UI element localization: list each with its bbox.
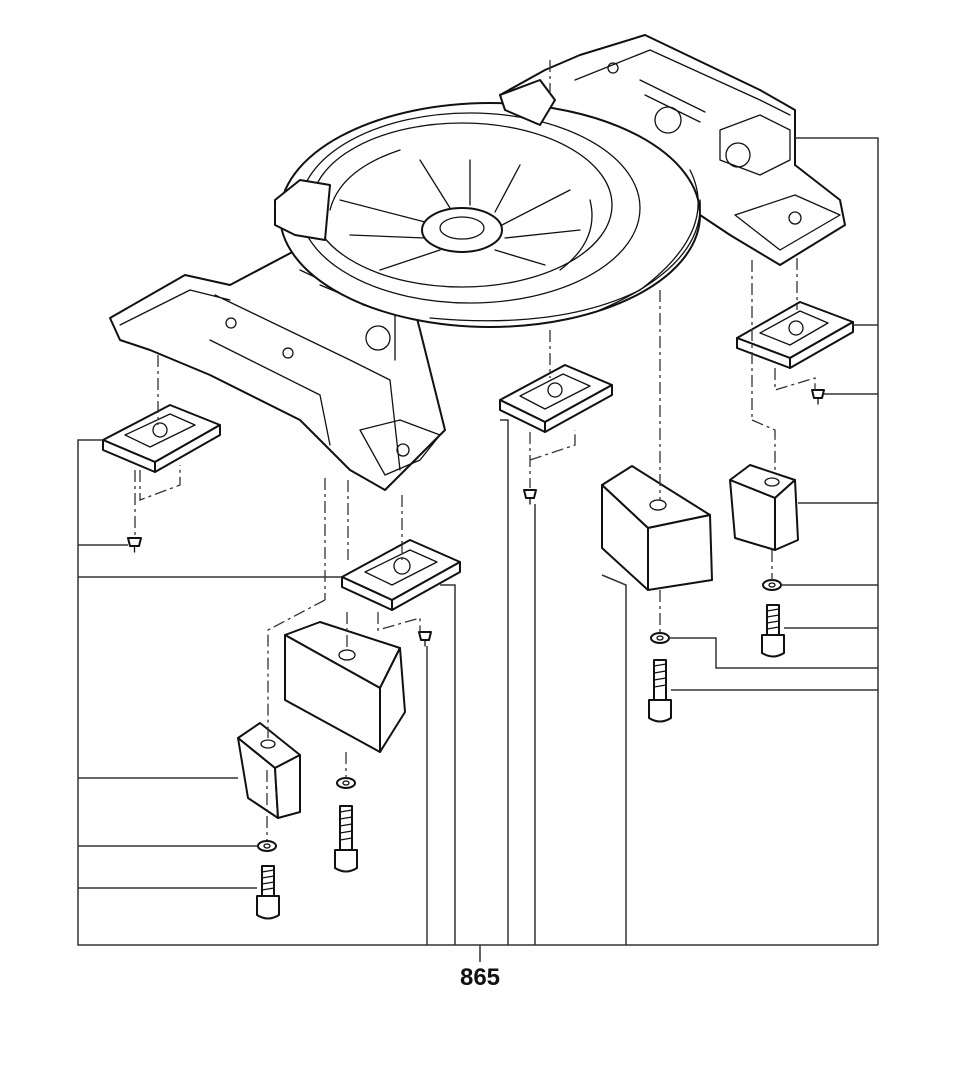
washer bbox=[257, 579, 782, 852]
cap-screw bbox=[256, 604, 785, 920]
leader-lines bbox=[77, 137, 879, 962]
screw bbox=[127, 389, 825, 647]
clamp-block-small-left bbox=[237, 722, 301, 819]
slide-pad-front-left bbox=[102, 404, 221, 473]
slide-pad-right bbox=[736, 301, 854, 369]
slide-pad-rear-left bbox=[341, 539, 461, 611]
clamp-block-small-right bbox=[729, 464, 799, 551]
clamp-block-large-right bbox=[601, 465, 713, 591]
clamp-block-large-left bbox=[284, 621, 406, 753]
base-frame bbox=[109, 34, 846, 491]
assembly-axis-lines bbox=[134, 60, 816, 840]
part-callout-number: 865 bbox=[459, 964, 501, 991]
slide-pad-center bbox=[499, 364, 613, 433]
